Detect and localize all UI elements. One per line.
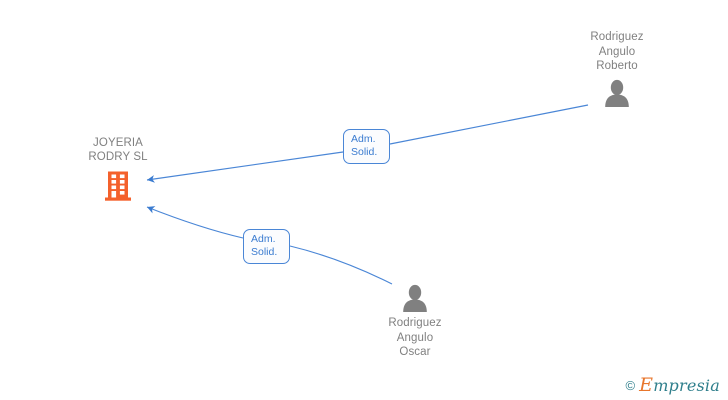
edge-label-roberto[interactable]: Adm. Solid. [343,129,390,164]
empresia-logo-initial: E [639,374,654,396]
edge-label-oscar[interactable]: Adm. Solid. [243,229,290,264]
empresia-logo-text: Empresia [639,376,720,395]
person-icon [403,284,427,312]
company-label: JOYERIA RODRY SL [88,137,148,163]
copyright-icon: © [625,378,636,393]
person-label-roberto: Rodriguez Angulo Roberto [590,31,644,72]
person-icon-wrap-roberto [552,79,682,107]
person-icon [605,79,629,107]
person-label-oscar: Rodriguez Angulo Oscar [388,317,442,358]
company-node[interactable]: JOYERIA RODRY SL [58,136,178,202]
building-icon [105,171,131,201]
person-node-roberto[interactable]: Rodriguez Angulo Roberto [552,30,682,107]
empresia-logo-rest: mpresia [653,376,720,395]
company-icon-wrap [58,170,178,202]
empresia-watermark: © Empresia [626,376,720,395]
person-icon-wrap-oscar [350,284,480,312]
person-node-oscar[interactable]: Rodriguez Angulo Oscar [350,284,480,360]
